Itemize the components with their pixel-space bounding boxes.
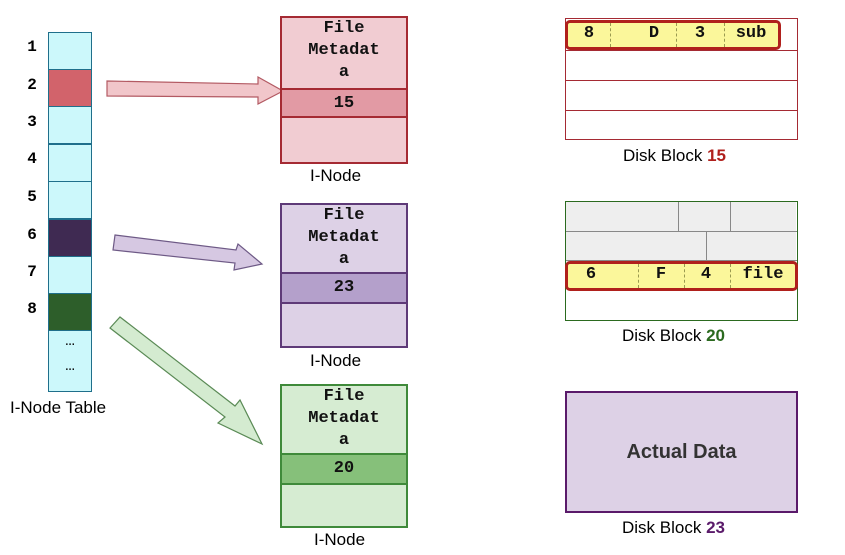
entry-divider — [730, 202, 731, 231]
inode-table-cell-8 — [48, 293, 92, 331]
arrow-to-inode-2 — [112, 234, 264, 271]
inode-table-cell-more — [48, 330, 92, 392]
disk-block-caption: Disk Block 20 — [622, 326, 725, 346]
entry-separator — [730, 264, 731, 288]
entry-type: D — [648, 24, 660, 43]
metadata-label: File — [323, 19, 365, 38]
row-number: 4 — [27, 150, 37, 168]
block-row-divider — [566, 260, 797, 261]
arrow-to-inode-3 — [109, 316, 264, 446]
entry-name-length: 4 — [700, 265, 712, 284]
row-number: 6 — [27, 226, 37, 244]
row-number: 7 — [27, 263, 37, 281]
block-pointer: 23 — [282, 272, 406, 304]
directory-entry-file: 6 F 4 file — [565, 261, 798, 291]
disk-block-caption: Disk Block 15 — [623, 146, 726, 166]
disk-block-caption-text: Disk Block — [622, 518, 707, 537]
entry-type: F — [655, 265, 667, 284]
block-pointer: 20 — [282, 453, 406, 485]
entry-divider — [706, 231, 707, 260]
block-row-divider — [566, 50, 797, 51]
metadata-label: Metadat — [308, 409, 380, 428]
metadata-label: File — [323, 206, 365, 225]
inode-table-cell-2 — [48, 69, 92, 107]
block-row-divider — [566, 80, 797, 81]
inode-table-cell — [48, 32, 92, 70]
block-row-divider — [566, 231, 797, 232]
block-row-divider — [566, 110, 797, 111]
actual-data-label: Actual Data — [626, 441, 737, 463]
ellipsis: … — [65, 357, 75, 375]
entry-separator — [610, 23, 611, 47]
disk-block-caption-text: Disk Block — [623, 146, 708, 165]
disk-block-number: 20 — [706, 326, 725, 345]
entry-inode-number: 8 — [583, 24, 595, 43]
inode-caption: I-Node — [310, 351, 362, 370]
metadata-label: a — [338, 250, 350, 269]
entry-separator — [676, 23, 677, 47]
inode-table-cell — [48, 181, 92, 219]
metadata-label: a — [338, 63, 350, 82]
inode-table-cell — [48, 106, 92, 144]
entry-name: sub — [735, 24, 767, 43]
disk-block-caption: Disk Block 23 — [622, 518, 725, 538]
inode-3: File Metadat a 20 — [280, 384, 408, 528]
entry-separator — [724, 23, 725, 47]
disk-block-caption-text: Disk Block — [622, 326, 707, 345]
entry-divider — [678, 202, 679, 231]
entry-separator — [638, 264, 639, 288]
row-number: 1 — [27, 38, 37, 56]
inode-2: File Metadat a 23 — [280, 203, 408, 348]
inode-table-cell-6 — [48, 219, 92, 257]
metadata-label: Metadat — [308, 41, 380, 60]
inode-caption: I-Node — [310, 166, 362, 185]
row-number: 8 — [27, 300, 37, 318]
ellipsis: … — [65, 332, 75, 350]
block-pointer: 15 — [282, 88, 406, 118]
disk-block-number: 15 — [707, 146, 726, 165]
directory-entry-sub: 8 D 3 sub — [565, 20, 781, 50]
entry-separator — [684, 264, 685, 288]
metadata-label: File — [323, 387, 365, 406]
inode-table-cell — [48, 144, 92, 182]
row-number: 5 — [27, 188, 37, 206]
used-entries-area — [566, 202, 796, 262]
arrow-to-inode-1 — [106, 75, 285, 105]
entry-name-length: 3 — [694, 24, 706, 43]
row-number: 2 — [27, 76, 37, 94]
metadata-label: Metadat — [308, 228, 380, 247]
metadata-label: a — [338, 431, 350, 450]
row-number: 3 — [27, 113, 37, 131]
entry-inode-number: 6 — [585, 265, 597, 284]
inode-table-caption: I-Node Table — [10, 398, 107, 417]
entry-name: file — [742, 265, 784, 284]
inode-caption: I-Node — [314, 530, 366, 549]
disk-block-23: Actual Data — [565, 391, 798, 513]
inode-1: File Metadat a 15 — [280, 16, 408, 164]
disk-block-number: 23 — [706, 518, 725, 537]
